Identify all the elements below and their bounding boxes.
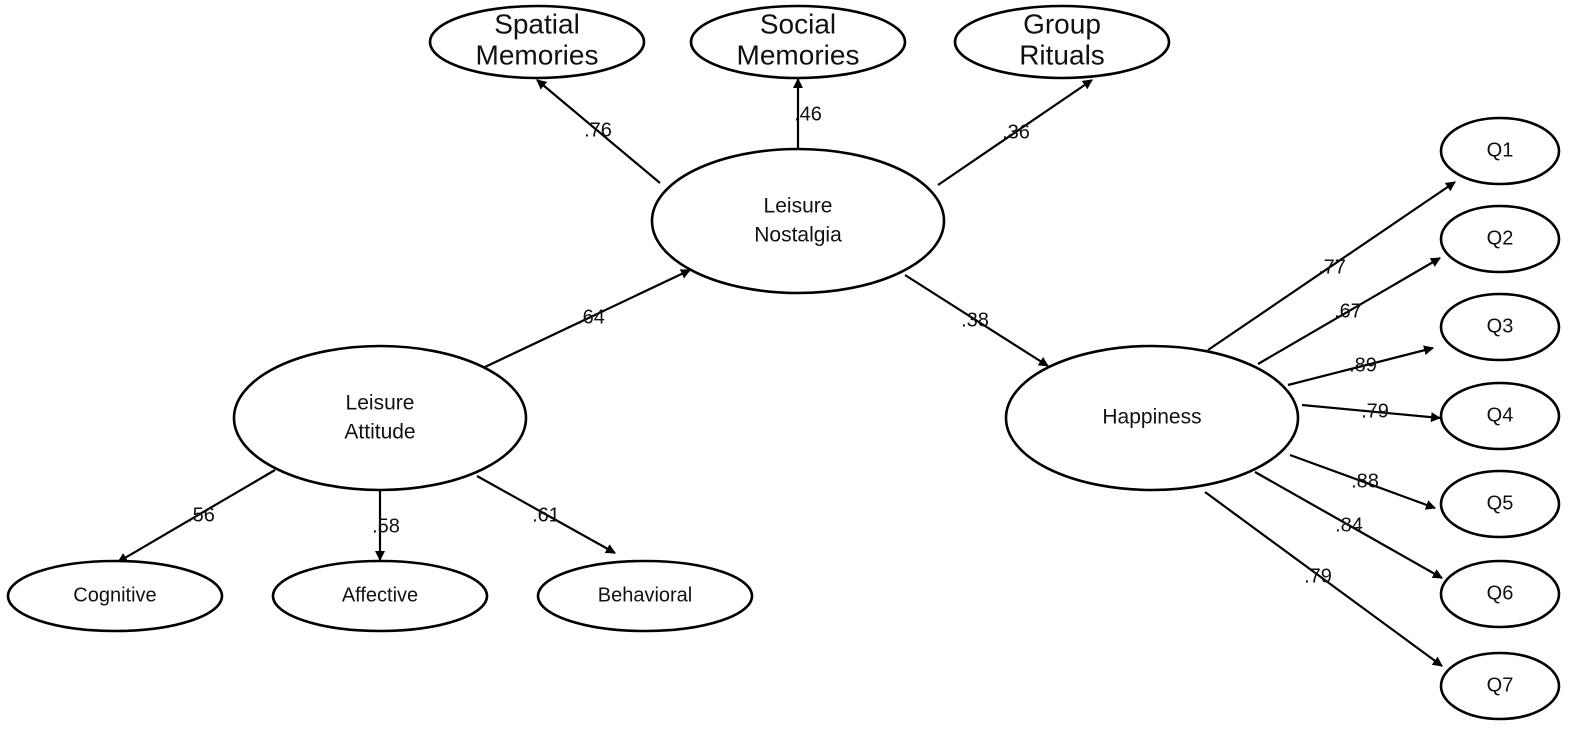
node-label-line: Nostalgia <box>754 224 842 247</box>
coef-nostalgia-to-spatial: .76 <box>584 119 612 141</box>
node-label-line: Group <box>1023 8 1101 39</box>
edges <box>117 78 1456 667</box>
node-q1: Q1 <box>1439 116 1561 186</box>
coef-happiness-to-q3: .89 <box>1349 354 1377 376</box>
node-q4: Q4 <box>1439 381 1561 451</box>
node-label-line: Leisure <box>764 195 833 218</box>
node-group-rituals: Group Rituals <box>953 4 1171 80</box>
node-label-line: Q3 <box>1487 315 1514 337</box>
node-label-line: Rituals <box>1019 39 1105 70</box>
node-label-line: Spatial <box>494 8 580 39</box>
node-label-line: Q7 <box>1487 674 1514 696</box>
node-label-line: Q1 <box>1487 139 1514 161</box>
edge-attitude-to-nostalgia <box>484 269 691 368</box>
node-label-line: Q5 <box>1487 492 1514 514</box>
node-cognitive: Cognitive <box>6 559 224 633</box>
coef-nostalgia-to-social: .46 <box>794 103 822 125</box>
node-q3: Q3 <box>1439 292 1561 362</box>
coef-attitude-to-cognitive: .56 <box>187 504 215 526</box>
coef-happiness-to-q4: .79 <box>1361 400 1389 422</box>
edge-nostalgia-to-spatial <box>536 79 661 184</box>
node-q2: Q2 <box>1439 204 1561 274</box>
node-q5: Q5 <box>1439 469 1561 539</box>
edge-happiness-to-q6 <box>1254 471 1443 579</box>
node-affective: Affective <box>271 559 489 633</box>
coef-attitude-to-affective: .58 <box>372 515 400 537</box>
edge-happiness-to-q3 <box>1287 345 1434 387</box>
coef-happiness-to-q1: .77 <box>1318 256 1346 278</box>
coef-happiness-to-q2: .67 <box>1334 300 1362 322</box>
node-label-line: Memories <box>737 39 860 70</box>
edge-happiness-to-q4 <box>1301 403 1441 423</box>
edge-happiness-to-q1 <box>1207 181 1456 351</box>
edge-happiness-to-q5 <box>1289 453 1436 510</box>
nodes: Spatial Memories Social Memories Group R… <box>6 4 1561 721</box>
coef-happiness-to-q5: .88 <box>1351 470 1379 492</box>
node-label-line: Happiness <box>1102 406 1201 429</box>
edge-attitude-to-behavioral <box>476 475 616 554</box>
coef-nostalgia-to-happiness: .38 <box>961 309 989 331</box>
node-spatial-memories: Spatial Memories <box>428 4 646 80</box>
node-q6: Q6 <box>1439 559 1561 629</box>
node-label-line: Q6 <box>1487 582 1514 604</box>
node-behavioral: Behavioral <box>536 559 754 633</box>
coef-happiness-to-q6: .84 <box>1335 514 1363 536</box>
edge-happiness-to-q2 <box>1257 257 1441 365</box>
node-leisure-nostalgia: Leisure Nostalgia <box>650 147 946 295</box>
node-label-line: Q2 <box>1487 227 1514 249</box>
node-label-line: Behavioral <box>598 584 693 606</box>
node-label-line: Affective <box>342 584 418 606</box>
node-label-line: Social <box>760 8 836 39</box>
node-label-line: Leisure <box>346 392 415 415</box>
node-leisure-attitude: Leisure Attitude <box>232 344 528 492</box>
edge-attitude-to-cognitive <box>117 469 276 563</box>
path-coefficients: .76 .46 .36 .64 .38 .56 .58 .61 .77 .67 … <box>187 103 1389 587</box>
edge-happiness-to-q7 <box>1204 491 1443 667</box>
node-social-memories: Social Memories <box>689 4 907 80</box>
coef-happiness-to-q7: .79 <box>1304 565 1332 587</box>
coef-attitude-to-behavioral: .61 <box>532 504 560 526</box>
coef-attitude-to-nostalgia: .64 <box>577 306 605 328</box>
node-q7: Q7 <box>1439 651 1561 721</box>
node-label-line: Q4 <box>1487 404 1514 426</box>
node-label-line: Attitude <box>344 421 415 444</box>
edge-nostalgia-to-rituals <box>937 79 1093 186</box>
coef-nostalgia-to-rituals: .36 <box>1002 121 1030 143</box>
node-label-line: Memories <box>476 39 599 70</box>
node-happiness: Happiness <box>1004 344 1300 492</box>
node-label-line: Cognitive <box>73 584 156 606</box>
edge-nostalgia-to-happiness <box>904 274 1049 367</box>
